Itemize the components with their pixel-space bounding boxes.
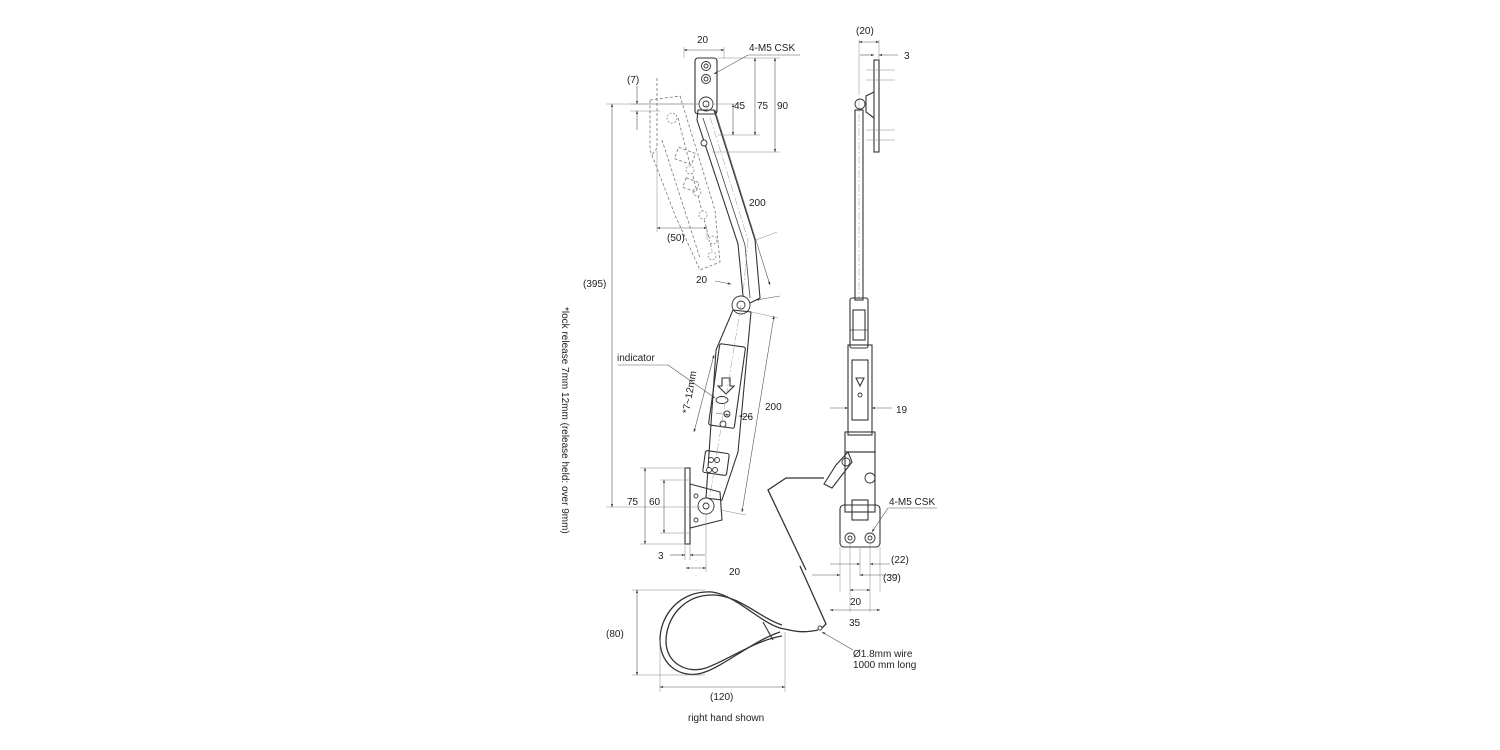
indicator-label: indicator bbox=[617, 353, 655, 364]
dim-60: 60 bbox=[649, 497, 661, 508]
front-view bbox=[606, 47, 800, 572]
dim-19: 19 bbox=[896, 405, 908, 416]
dim-20-side: (20) bbox=[856, 26, 874, 37]
indicator-triangle-icon bbox=[855, 377, 865, 388]
dim-26: 26 bbox=[742, 412, 754, 423]
dim-20-mid: 20 bbox=[696, 275, 708, 286]
indicator-arrow-icon bbox=[716, 377, 736, 395]
dim-50: (50) bbox=[667, 233, 685, 244]
lock-note: *lock release 7mm 12mm (release held: ov… bbox=[559, 307, 570, 534]
wire-length: 1000 mm long bbox=[853, 660, 916, 671]
dim-7: (7) bbox=[627, 75, 639, 86]
dim-3-side: 3 bbox=[904, 51, 910, 62]
screw-label-top: 4-M5 CSK bbox=[749, 43, 795, 54]
dim-20-bottom: 20 bbox=[729, 567, 741, 578]
dim-90: 90 bbox=[777, 101, 789, 112]
screw-label-side: 4-M5 CSK bbox=[889, 497, 935, 508]
dim-75-bottom: 75 bbox=[627, 497, 639, 508]
dim-395: (395) bbox=[583, 279, 606, 290]
dim-45: 45 bbox=[734, 101, 746, 112]
dim-22: (22) bbox=[891, 555, 909, 566]
bottom-bracket bbox=[684, 467, 723, 545]
dim-200-lower: 200 bbox=[765, 402, 782, 413]
dim-75-top: 75 bbox=[757, 101, 769, 112]
wire-spec: Ø1.8mm wire bbox=[853, 649, 913, 660]
dim-35: 35 bbox=[849, 618, 861, 629]
dim-39: (39) bbox=[883, 573, 901, 584]
dim-80: (80) bbox=[606, 629, 624, 640]
dim-200-upper: 200 bbox=[749, 198, 766, 209]
side-view bbox=[812, 40, 937, 612]
dim-120: (120) bbox=[710, 692, 733, 703]
lower-arm bbox=[702, 304, 752, 509]
dim-20-top: 20 bbox=[697, 35, 709, 46]
dim-20-base: 20 bbox=[850, 597, 862, 608]
caption: right hand shown bbox=[688, 713, 764, 724]
release-wire bbox=[632, 477, 854, 692]
top-bracket bbox=[694, 57, 718, 115]
open-position-ghost bbox=[649, 78, 721, 271]
dim-7-12: *7~12mm bbox=[681, 370, 699, 414]
dim-3-bottom: 3 bbox=[658, 551, 664, 562]
